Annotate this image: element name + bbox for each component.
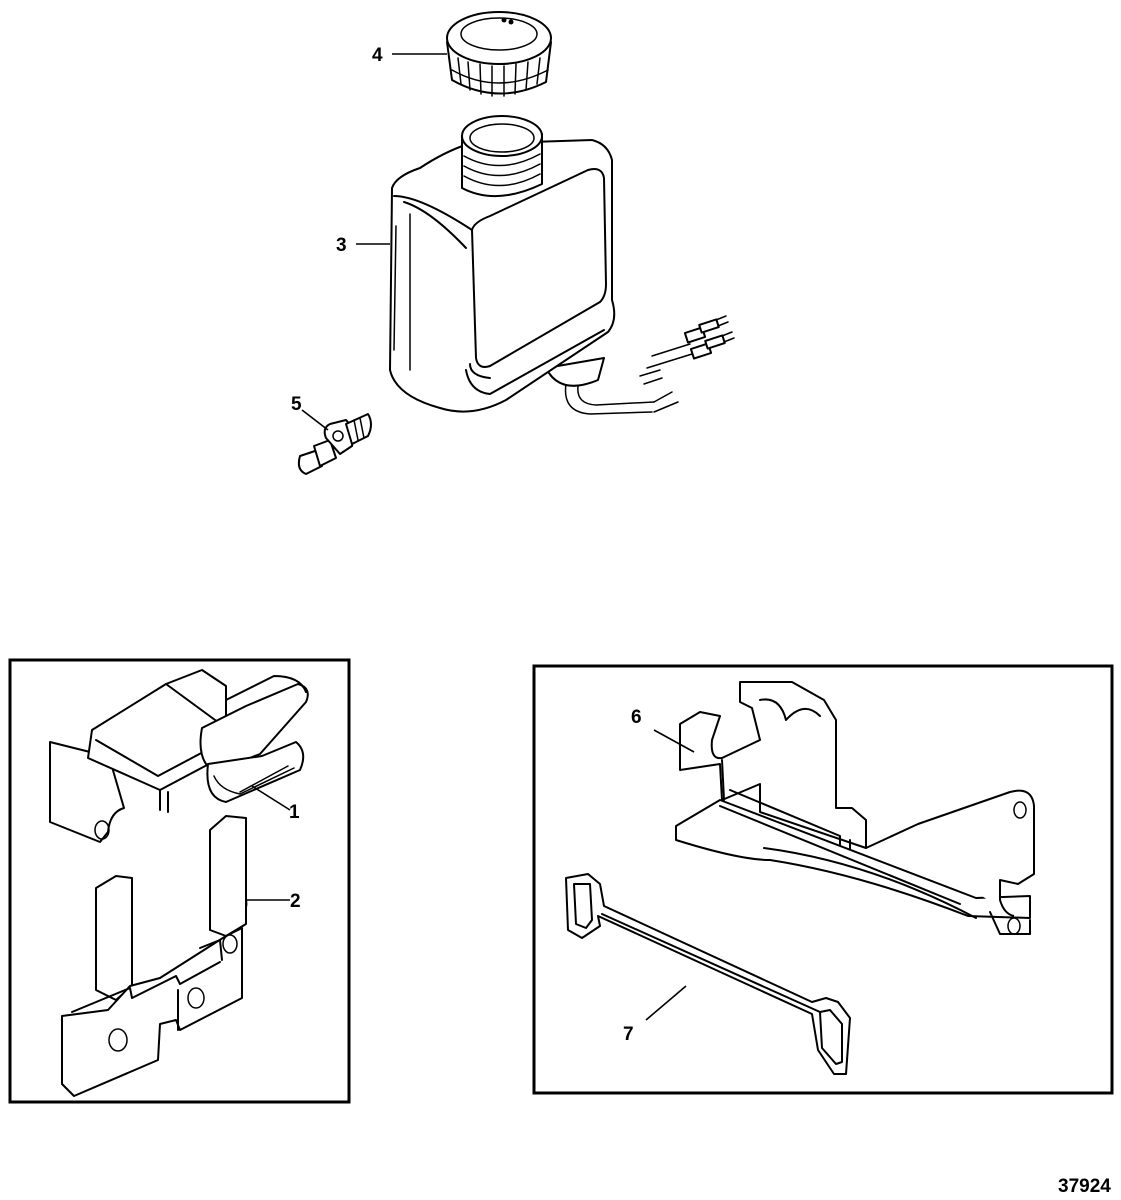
reservoir-mounting-bracket	[675, 681, 1035, 935]
reservoir-cap	[446, 11, 552, 97]
callout-bracket: 2	[290, 891, 301, 912]
callout-cap: 4	[372, 45, 383, 66]
retaining-strap	[565, 873, 851, 1075]
bracket-strap-inset-box	[532, 664, 1114, 1095]
reservoir-bracket	[61, 815, 248, 1097]
fluid-reservoir	[389, 115, 735, 415]
callout-fitting: 5	[291, 394, 302, 415]
callout-mount-bracket: 6	[631, 707, 642, 728]
callout-reservoir: 3	[336, 235, 347, 256]
clip-bracket-inset-box	[8, 658, 351, 1104]
document-number: 37924	[1058, 1176, 1111, 1197]
callout-clip: 1	[289, 802, 300, 823]
hose-fitting	[297, 413, 372, 475]
callout-strap: 7	[623, 1024, 634, 1045]
mounting-clip	[49, 669, 309, 843]
